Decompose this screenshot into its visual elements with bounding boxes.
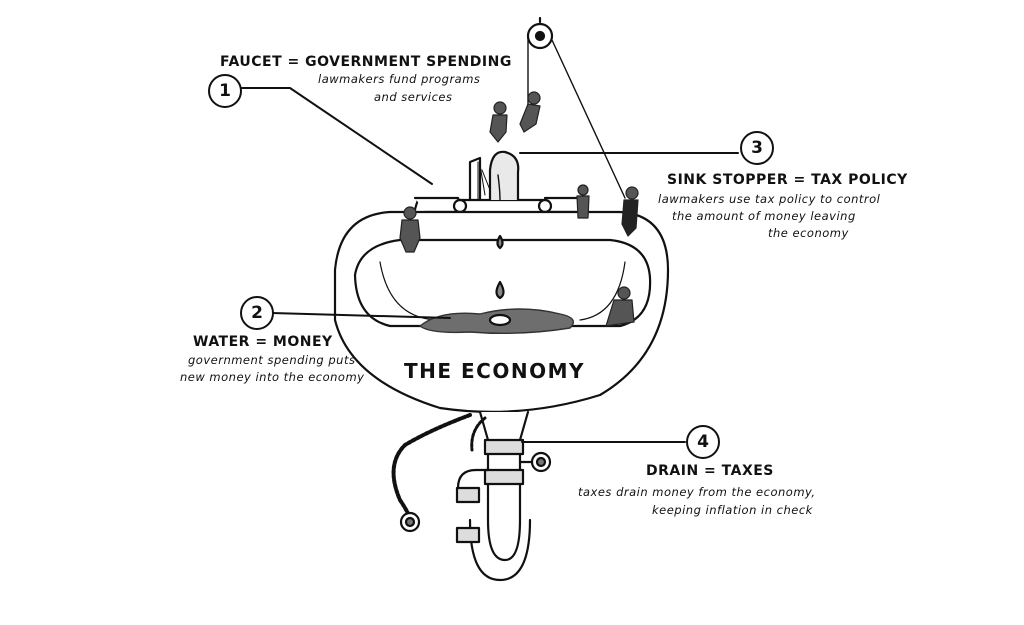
callout-number-3: 3 [740, 131, 774, 165]
person-figure-icon [621, 186, 639, 237]
callout-title-2: WATER = MONEY [193, 334, 333, 350]
drain-pipe [455, 410, 552, 582]
callout-desc-3a: lawmakers use tax policy to control [658, 192, 881, 206]
callout-desc-1a: lawmakers fund programs [318, 72, 481, 86]
leader-line-2 [271, 312, 451, 319]
callout-number-4: 4 [686, 425, 720, 459]
person-figure-icon [399, 206, 421, 253]
callout-desc-1b: and services [374, 90, 453, 104]
callout-title-3: SINK STOPPER = TAX POLICY [667, 172, 908, 188]
person-figure-icon [576, 184, 590, 219]
pulley-icon [526, 16, 626, 199]
callout-title-1: FAUCET = GOVERNMENT SPENDING [220, 54, 512, 70]
drain-hole [488, 313, 512, 327]
callout-number-1: 1 [208, 74, 242, 108]
person-figure-icon [605, 286, 635, 327]
supply-hose [391, 413, 487, 533]
callout-desc-4b: keeping inflation in check [652, 503, 813, 517]
water-drop-icon [495, 280, 505, 300]
callout-desc-4a: taxes drain money from the economy, [578, 485, 816, 499]
callout-number-2: 2 [240, 296, 274, 330]
callout-desc-3c: the economy [768, 226, 849, 240]
sink-label: THE ECONOMY [404, 359, 585, 383]
leader-line-1 [241, 87, 433, 185]
callout-title-4: DRAIN = TAXES [646, 463, 774, 479]
callout-desc-3b: the amount of money leaving [672, 209, 856, 223]
callout-desc-2b: new money into the economy [180, 370, 365, 384]
person-figure-icon [519, 91, 541, 133]
callout-desc-2a: government spending puts [188, 353, 356, 367]
water-drop-icon [496, 234, 504, 250]
person-figure-icon [489, 101, 508, 143]
